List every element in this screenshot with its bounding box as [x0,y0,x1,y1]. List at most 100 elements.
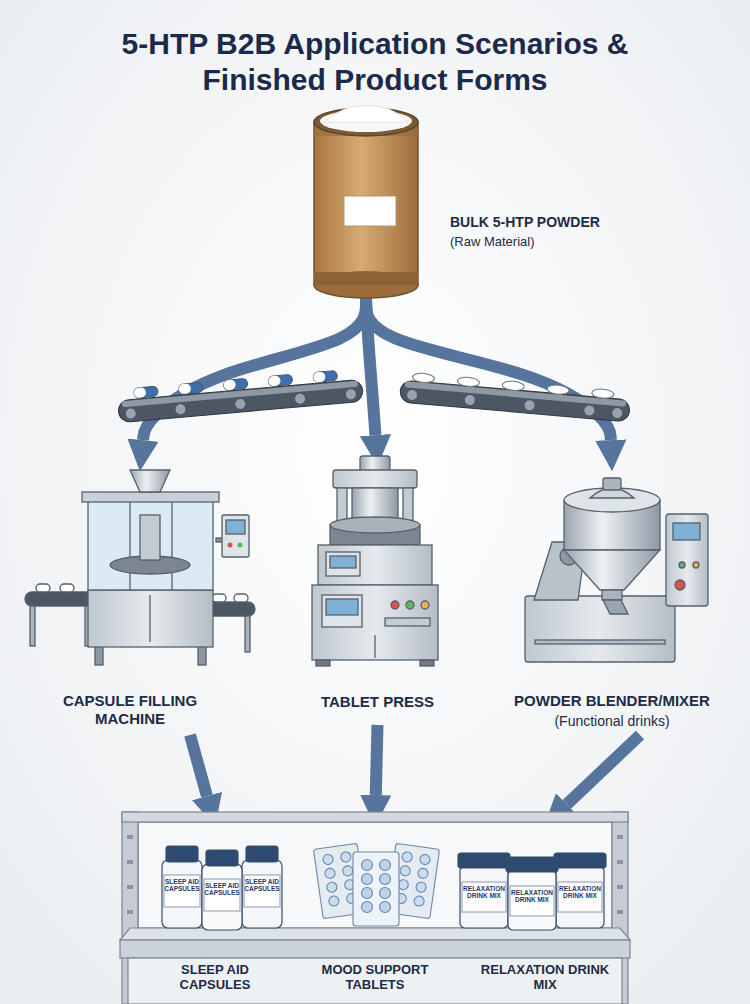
display-shelf-part [617,860,623,864]
blister-packs-part [353,852,399,926]
capsule-conveyor-part [313,370,338,382]
display-shelf-part [138,822,612,928]
machine-node: TABLET PRESS [290,465,465,725]
tablet-press-part [360,456,390,472]
blister-packs-part [380,860,391,871]
node-label: POWDER BLENDER/MIXER [480,692,744,710]
capsule-machine-part [95,645,103,665]
tablet-conveyor-part [464,395,475,406]
tablet-press-part [352,488,398,520]
capsule-conveyor-part [235,399,246,410]
flow-arrow [376,725,378,795]
powder-blender-part [564,550,660,590]
capsule-conveyor-part [223,379,236,390]
flow-arrow [143,298,366,440]
capsule-conveyor-part [313,371,326,382]
drink-mix-jars-part [556,866,604,928]
blister-packs-part-part [324,868,335,879]
display-shelf-part [617,910,623,914]
powder-drum-part [344,196,396,226]
powder-blender-part [535,640,665,644]
powder-blender-part [603,600,628,614]
capsule-conveyor-part [268,375,281,386]
capsule-conveyor-part [122,381,359,408]
tablet-press-part [385,618,430,626]
tablet-conveyor-part [547,384,570,395]
blister-packs-part [380,888,391,899]
display-shelf-part [128,958,622,1004]
product-label: RELAXATION DRINK MIX [556,886,604,900]
capsule-machine-part [60,584,74,592]
drink-mix-jars [458,853,606,930]
blister-packs-part [362,874,373,885]
capsule-conveyor-part [268,374,293,386]
capsule-bottles-part [242,860,282,928]
capsule-machine-part [149,595,150,642]
powder-blender-part [534,542,586,600]
tablet-conveyor [399,372,631,422]
tablet-conveyor-part [584,405,595,416]
blister-packs-part [380,902,391,913]
display-shelf-part [122,812,138,1004]
tablet-press-part [318,545,432,585]
blister-packs-part [362,860,373,871]
tablet-press-part [316,660,330,666]
blister-packs-part-part [398,879,409,890]
powder-blender-part [564,488,660,512]
blister-packs-part [313,843,366,918]
capsule-conveyor-part [175,404,186,415]
tablet-conveyor-part [407,390,418,401]
blister-packs-part [386,843,439,918]
display-shelf-part [612,812,628,1004]
powder-drum-part [320,110,412,132]
capsule-conveyor-part [346,389,357,400]
powder-drum-part [314,130,418,136]
tablet-press-part [333,470,417,488]
capsule-machine-part [129,500,130,590]
tablet-press-part [322,595,362,627]
capsule-conveyor-part [134,386,159,398]
tablet-conveyor-part [399,380,630,422]
display-shelf-part [127,835,133,839]
powder-blender-part [693,562,699,568]
drink-mix-jars-part [554,853,606,868]
display-shelf-part [617,835,623,839]
powder-drum-part [324,106,408,122]
capsule-machine-part [130,470,170,492]
capsule-machine-part [228,543,233,548]
tablet-press-part [421,601,429,609]
tablet-press-part [330,556,356,568]
tablet-press-part [406,601,414,609]
capsule-machine-part [245,616,250,652]
powder-blender-part [590,488,634,498]
capsule-machine-part [212,594,226,602]
capsule-machine-part [171,500,172,590]
node-label: RELAXATION DRINK MIX [480,962,610,993]
capsule-machine-part [88,500,213,590]
product-label: RELAXATION DRINK MIX [460,886,508,900]
raw-material: BULK 5-HTP POWDER(Raw Material) [310,108,640,298]
powder-blender-part [560,547,578,565]
powder-blender-part [679,562,685,568]
capsule-bottles-part [246,846,278,862]
blister-packs-part-part [419,854,430,865]
blister-packs-part-part [413,895,424,906]
blister-packs-part-part [417,868,428,879]
blister-packs-part-part [396,893,407,904]
capsule-machine [25,470,255,665]
tablet-conveyor-part [524,400,535,411]
capsule-conveyor-part [178,382,203,394]
machine-node: POWDER BLENDER/MIXER(Functional drinks) [480,470,725,735]
capsule-conveyor-part [223,378,248,390]
tablet-press-part [391,601,399,609]
machine-node: CAPSULE FILLING MACHINE [20,470,260,735]
capsule-conveyor-part [118,379,364,422]
capsule-conveyor-part [125,408,136,419]
blister-packs-part [362,902,373,913]
capsule-machine-part [110,556,190,574]
product-label: SLEEP AID CAPSULES [162,879,202,893]
capsule-bottles [162,846,282,930]
capsule-conveyor [117,368,364,422]
display-shelf-part [122,812,628,822]
blister-packs-part [362,888,373,899]
